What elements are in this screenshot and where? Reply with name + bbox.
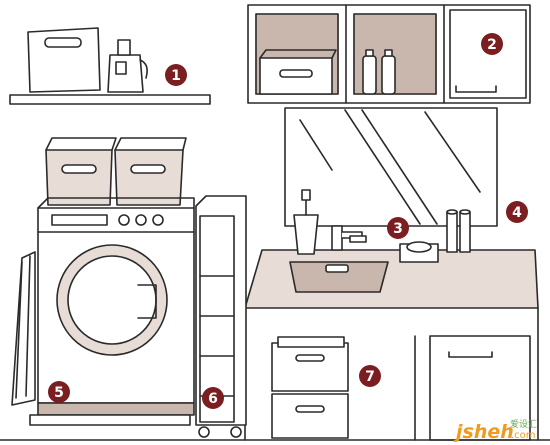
cabinet-door — [449, 9, 527, 99]
callout-7-label: 7 — [365, 369, 375, 385]
toothbrush-cup — [293, 189, 319, 255]
slim-rolling-cart — [195, 195, 247, 438]
under-counter-cabinet — [414, 335, 531, 441]
watermark-domain: .com — [511, 430, 536, 441]
callout-1: 1 — [165, 64, 187, 86]
callout-7: 7 — [359, 365, 381, 387]
detergent-bottle — [107, 39, 148, 93]
faucet — [331, 225, 367, 251]
laundry-basket-left — [45, 137, 117, 206]
open-compartment-left — [255, 13, 339, 95]
upper-cabinet — [247, 4, 531, 104]
callout-3: 3 — [387, 217, 409, 239]
soap-dish — [399, 241, 439, 263]
callout-2: 2 — [481, 33, 503, 55]
callout-3-label: 3 — [393, 221, 403, 237]
wall-shelf — [9, 27, 211, 105]
callout-1-label: 1 — [171, 68, 181, 84]
laundry-basket-right — [114, 137, 187, 206]
drying-rack — [11, 251, 36, 406]
callout-5-label: 5 — [54, 385, 64, 401]
watermark-tagline: 爱设汇 — [510, 419, 537, 430]
watermark-brand: jsheh — [453, 421, 514, 443]
callout-6-label: 6 — [208, 391, 218, 407]
watermark: jsheh 爱设汇 .com — [453, 419, 537, 443]
storage-box — [27, 27, 101, 93]
toiletry-bottles — [446, 209, 471, 253]
shelf-bottles — [362, 49, 396, 95]
callout-6: 6 — [202, 387, 224, 409]
open-compartment-middle — [353, 13, 437, 95]
washing-machine — [29, 197, 195, 426]
callout-2-label: 2 — [487, 37, 497, 53]
mirror — [284, 107, 498, 227]
drawer-stack — [271, 336, 349, 439]
callout-4: 4 — [506, 201, 528, 223]
callout-4-label: 4 — [512, 205, 522, 221]
sink-basin — [289, 261, 389, 293]
callout-5: 5 — [48, 381, 70, 403]
shelf-box — [259, 49, 337, 95]
